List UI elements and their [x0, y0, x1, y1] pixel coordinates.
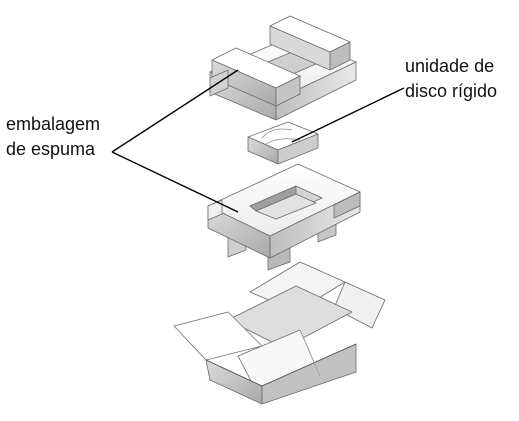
- label-foam-line2: de espuma: [6, 139, 96, 159]
- label-hard-drive: unidade de disco rígido: [405, 54, 497, 104]
- label-foam-packaging: embalagem de espuma: [6, 112, 100, 162]
- top-foam-insert: [209, 15, 357, 121]
- label-foam-line1: embalagem: [6, 114, 101, 134]
- leader-lines: [111, 69, 405, 213]
- shipping-box: [173, 261, 386, 405]
- leader-foam-bottom: [111, 151, 239, 213]
- hard-drive: [247, 121, 319, 165]
- label-hdd-line2: disco rígido: [405, 81, 498, 101]
- label-hdd-line1: unidade de: [405, 56, 495, 76]
- bottom-foam-insert: [207, 163, 361, 271]
- leader-foam-top: [111, 69, 239, 153]
- leader-hdd: [291, 87, 405, 143]
